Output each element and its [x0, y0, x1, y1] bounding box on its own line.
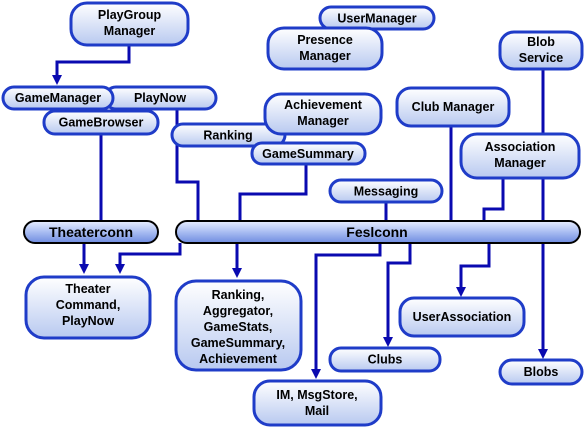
ranking-label: Ranking: [203, 129, 252, 143]
ranking-group-node: Ranking, Aggregator, GameStats, GameSumm…: [174, 279, 303, 372]
playgroup-manager-label-2: Manager: [104, 24, 156, 38]
clubs-node: Clubs: [328, 346, 442, 373]
blob-service-node: Blob Service: [498, 30, 584, 71]
ranking-group-label-1: Ranking,: [212, 288, 265, 302]
blobs-node: Blobs: [498, 358, 584, 386]
presence-manager-label-1: Presence: [297, 33, 353, 47]
presence-manager-label-2: Manager: [299, 49, 351, 63]
connector-feslconn-to-theatercommand: [115, 243, 182, 274]
connector-feslconn-to-clubs: [383, 243, 412, 347]
messaging-label: Messaging: [354, 185, 419, 199]
user-association-node: UserAssociation: [398, 296, 526, 338]
blob-service-label-2: Service: [519, 51, 564, 65]
game-browser-node: GameBrowser: [42, 109, 160, 136]
im-msgstore-mail-label-2: Mail: [305, 404, 329, 418]
feslconn-bus: Feslconn: [175, 220, 581, 244]
user-manager-label: UserManager: [337, 12, 416, 26]
playgroup-manager-node: PlayGroup Manager: [69, 1, 190, 47]
achievement-manager-label-2: Manager: [297, 114, 349, 128]
game-manager-label: GameManager: [15, 91, 101, 105]
connector-playgroup-to-gamemanager: [52, 46, 131, 85]
user-manager-node: UserManager: [318, 5, 436, 31]
blob-service-label-1: Blob: [527, 35, 555, 49]
game-summary-node: GameSummary: [250, 141, 367, 166]
association-manager-node: Association Manager: [459, 132, 581, 180]
play-now-node: PlayNow: [103, 85, 218, 111]
blobs-label: Blobs: [524, 365, 559, 379]
theaterconn-label: Theaterconn: [49, 224, 133, 240]
association-manager-label-1: Association: [485, 140, 556, 154]
im-msgstore-mail-node: IM, MsgStore, Mail: [252, 379, 383, 427]
club-manager-node: Club Manager: [395, 86, 511, 128]
theater-command-label-1: Theater: [65, 282, 110, 296]
connector-gamesummary-to-feslconn: [238, 163, 308, 221]
ranking-group-label-4: GameSummary,: [191, 336, 285, 350]
presence-manager-node: Presence Manager: [266, 26, 384, 71]
im-msgstore-mail-label-1: IM, MsgStore,: [276, 388, 357, 402]
game-summary-label: GameSummary: [262, 147, 354, 161]
ranking-group-label-3: GameStats,: [204, 320, 273, 334]
feslconn-label: Feslconn: [346, 224, 407, 240]
game-manager-node: GameManager: [1, 85, 115, 111]
achievement-manager-label-1: Achievement: [284, 98, 363, 112]
theater-command-label-2: Command,: [56, 298, 121, 312]
association-manager-label-2: Manager: [494, 156, 546, 170]
ranking-group-label-2: Aggregator,: [203, 304, 273, 318]
game-browser-label: GameBrowser: [59, 116, 144, 130]
achievement-manager-node: Achievement Manager: [263, 92, 383, 136]
play-now-label: PlayNow: [134, 91, 186, 105]
ranking-group-label-5: Achievement: [199, 352, 278, 366]
playgroup-manager-label-1: PlayGroup: [98, 8, 162, 22]
connector-feslconn-to-im: [311, 243, 382, 379]
clubs-label: Clubs: [368, 353, 403, 367]
theater-command-label-3: PlayNow: [62, 314, 114, 328]
messaging-node: Messaging: [328, 178, 444, 204]
connector-feslconn-to-userassociation: [456, 243, 491, 297]
theater-command-node: Theater Command, PlayNow: [24, 275, 152, 340]
user-association-label: UserAssociation: [413, 310, 512, 324]
club-manager-label: Club Manager: [412, 100, 495, 114]
connector-associationmanager-to-feslconn: [482, 178, 505, 221]
theaterconn-bus: Theaterconn: [23, 220, 159, 244]
